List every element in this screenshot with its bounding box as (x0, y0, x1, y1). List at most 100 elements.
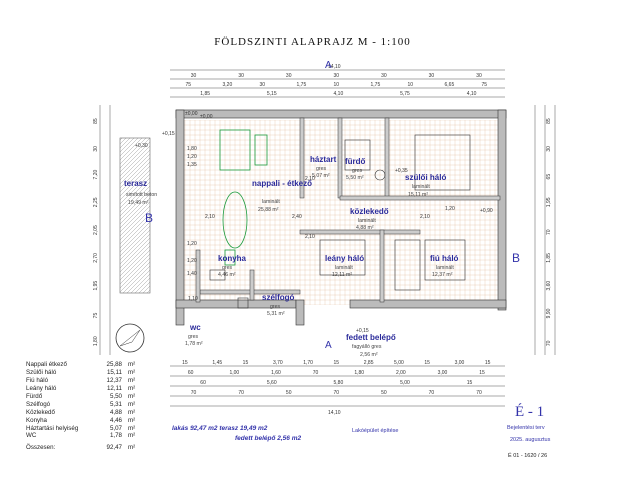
dimension-label: 1,80 (93, 336, 99, 346)
svg-text:12,37 m²: 12,37 m² (432, 272, 453, 278)
dimension-label: 1,75 (371, 82, 381, 88)
dimension-label: 30 (191, 73, 197, 79)
terrace-area (119, 137, 151, 294)
dimension-label: 1,85 (546, 253, 552, 263)
dimension-label: 6,65 (445, 82, 455, 88)
dimension-label: 60 (200, 380, 206, 386)
svg-text:nappali - étkező: nappali - étkező (252, 179, 312, 188)
dimension-label: 65 (546, 174, 552, 180)
dimension-label: 1,20 (445, 206, 455, 212)
dimension-label: 1,95 (546, 197, 552, 207)
dimension-label: +0,30 (135, 143, 148, 149)
dimension-label: 2,10 (305, 234, 315, 240)
project-name: Lakóépület építése (352, 428, 399, 434)
dimension-label: 15 (479, 370, 485, 376)
svg-text:5,31 m²: 5,31 m² (267, 311, 285, 317)
dimension-label: 30 (93, 146, 99, 152)
dimension-label: 5,00 (394, 360, 404, 366)
dimension-label: 1,70 (303, 360, 313, 366)
dimension-label: 5,75 (400, 91, 410, 97)
svg-text:szülői háló: szülői háló (405, 173, 446, 182)
dimension-label: 10 (334, 82, 340, 88)
dimension-label: 3,20 (223, 82, 233, 88)
dimension-label: 2,05 (93, 225, 99, 235)
svg-text:konyha: konyha (218, 254, 247, 263)
svg-text:laminált: laminált (262, 199, 280, 205)
dimension-label: 1,45 (212, 360, 222, 366)
svg-text:közlekedő: közlekedő (350, 207, 389, 216)
sheet-label: É - 1 (515, 404, 545, 420)
dimension-label: 70 (191, 390, 197, 396)
svg-text:15,11 m²: 15,11 m² (408, 192, 428, 198)
dimension-label: ±0,00 (200, 114, 213, 120)
interior-walls (195, 117, 501, 303)
dimension-label: 75 (482, 82, 488, 88)
dimension-label: 1,35 (187, 162, 197, 168)
north-arrow-icon (115, 323, 145, 353)
dimension-total-bottom: 14,10 (328, 410, 341, 416)
svg-text:laminált: laminált (335, 265, 353, 271)
dimension-label: 10 (408, 82, 414, 88)
svg-text:gres: gres (352, 168, 362, 174)
dimension-label: 3,70 (273, 360, 283, 366)
svg-text:4,88 m²: 4,88 m² (356, 225, 374, 231)
dimension-label: +0,90 (480, 208, 493, 214)
dimension-label: 30 (334, 73, 340, 79)
dimension-label: 30 (546, 146, 552, 152)
dimension-label: 5,15 (267, 91, 277, 97)
dimension-label: 1,60 (271, 370, 281, 376)
dimension-label: 30 (381, 73, 387, 79)
dimension-label: 1,20 (187, 154, 197, 160)
exterior-walls (175, 109, 507, 326)
dimension-label: ±0,00 (185, 111, 198, 117)
svg-text:leány háló: leány háló (325, 254, 364, 263)
svg-text:4,46 m²: 4,46 m² (218, 272, 236, 278)
dimension-label: 50 (381, 390, 387, 396)
plan-type: Bejelentési terv (507, 425, 545, 431)
dimension-label: +0,15 (162, 131, 175, 137)
dimension-label: 2,10 (305, 176, 315, 182)
svg-text:háztart: háztart (310, 155, 337, 164)
summary-line-1: lakás 92,47 m2 terasz 19,49 m2 (172, 425, 268, 432)
svg-text:B: B (145, 211, 153, 225)
dimension-label: 30 (286, 73, 292, 79)
dimension-label: 15 (182, 360, 188, 366)
svg-text:5,07 m²: 5,07 m² (312, 173, 330, 179)
svg-text:laminált: laminált (358, 218, 376, 224)
dimension-label: 1,40 (187, 271, 197, 277)
svg-text:1,78 m²: 1,78 m² (185, 341, 203, 347)
dimension-label: 5,80 (334, 380, 344, 386)
svg-text:szélfogó: szélfogó (262, 293, 295, 302)
svg-text:laminált: laminált (436, 265, 454, 271)
dimension-label: 1,20 (187, 241, 197, 247)
dimension-label: 30 (429, 73, 435, 79)
dimension-label: 2,25 (93, 197, 99, 207)
dimension-label: 15 (334, 360, 340, 366)
dimension-label: 1,85 (200, 91, 210, 97)
dimension-label: 1,80 (354, 370, 364, 376)
section-markers: B B A A (145, 60, 520, 351)
svg-text:fiú háló: fiú háló (430, 254, 459, 263)
dimension-label: 70 (313, 370, 319, 376)
dimension-label: 5,00 (400, 380, 410, 386)
total-row: Összesen: 92,47 m² (26, 444, 136, 452)
svg-text:terasz: terasz (124, 179, 147, 188)
svg-text:25,88 m²: 25,88 m² (258, 207, 279, 213)
svg-text:laminált: laminált (412, 184, 430, 190)
dimension-label: 70 (546, 340, 552, 346)
dimension-label: 1,00 (229, 370, 239, 376)
drawing-number: É 01 - 1620 / 26 (508, 453, 548, 459)
dimension-label: 70 (429, 390, 435, 396)
dimension-label: 85 (93, 118, 99, 124)
furniture (219, 129, 268, 266)
